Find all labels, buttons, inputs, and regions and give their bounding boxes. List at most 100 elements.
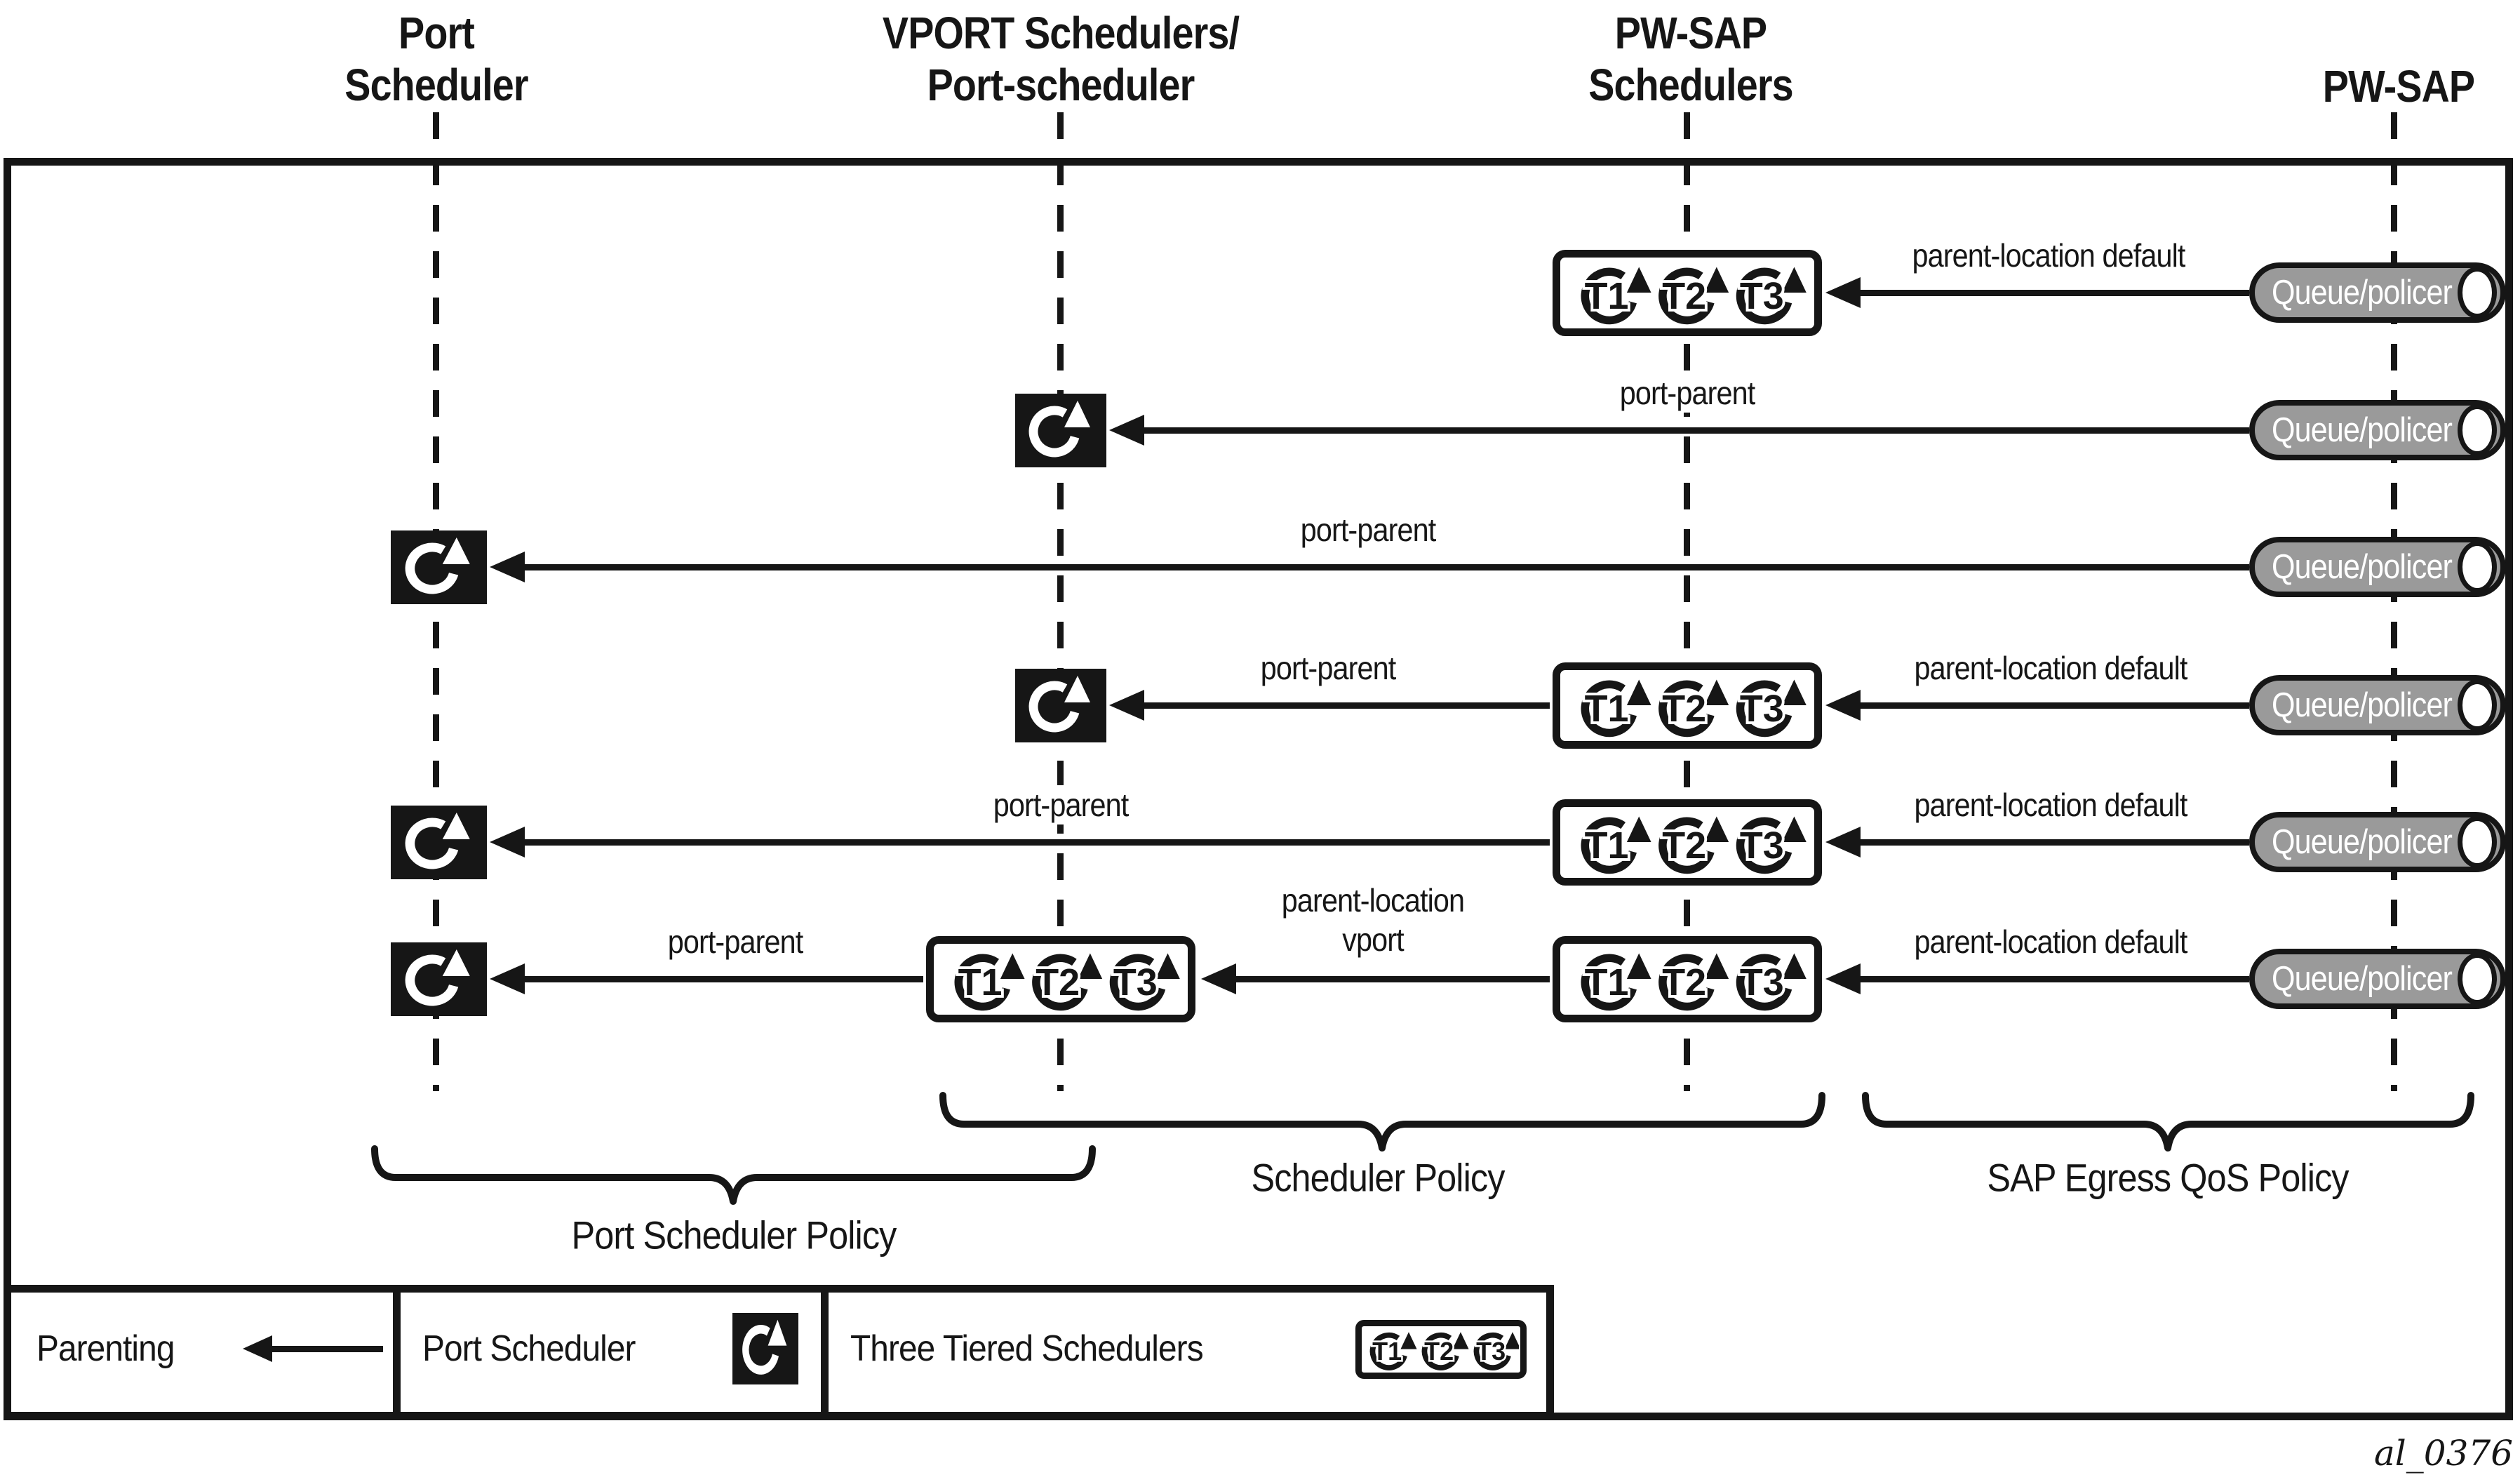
parenting-arrow-line: [522, 564, 2249, 570]
queue-policer-label: Queue/policer: [2272, 686, 2453, 724]
port-scheduler-icon: [1015, 669, 1106, 742]
port-scheduler-icon: [391, 806, 487, 879]
arrowhead-icon: [490, 552, 525, 582]
three-tier-scheduler-box: T1 T2 T3: [926, 936, 1195, 1022]
brace-label: SAP Egress QoS Policy: [1987, 1155, 2349, 1200]
link-label: parent-location default: [1907, 235, 2190, 276]
cylinder-cap-icon: [2458, 404, 2497, 456]
three-tier-loops-icon: T1 T2 T3: [1581, 679, 1807, 738]
link-label: parent-location default: [1909, 921, 2192, 962]
header-line: Schedulers: [1588, 60, 1793, 111]
three-tier-scheduler-box: T1 T2 T3: [1553, 250, 1822, 336]
queue-policer-label: Queue/policer: [2272, 274, 2453, 312]
column-header-port-scheduler: Port Scheduler: [344, 7, 528, 111]
port-scheduler-icon: [391, 942, 487, 1016]
parenting-arrow-line: [1858, 839, 2249, 846]
svg-text:T2: T2: [1662, 961, 1706, 1003]
three-tier-scheduler-box: T1 T2 T3: [1553, 799, 1822, 886]
column-guide-pw-sap-schedulers: [1684, 112, 1690, 1091]
queue-policer-pill: Queue/policer: [2249, 812, 2506, 872]
queue-policer-pill: Queue/policer: [2249, 949, 2506, 1009]
svg-text:T2: T2: [1662, 275, 1706, 317]
parenting-arrow-line: [1233, 976, 1550, 982]
queue-policer-label: Queue/policer: [2272, 548, 2453, 586]
svg-text:T1: T1: [1585, 688, 1629, 730]
port-scheduler-icon: [732, 1313, 798, 1384]
cylinder-cap-icon: [2458, 267, 2497, 319]
parenting-arrow-line: [522, 976, 923, 982]
parenting-arrow-line: [1858, 702, 2249, 709]
header-line: Scheduler: [344, 60, 528, 111]
cylinder-cap-icon: [2458, 816, 2497, 868]
parenting-arrow-line: [522, 839, 1550, 846]
queue-policer-label: Queue/policer: [2272, 960, 2453, 998]
svg-text:T1: T1: [958, 961, 1003, 1003]
brace-port-scheduler-policy: [371, 1145, 1096, 1205]
svg-text:T1: T1: [1372, 1337, 1402, 1366]
brace-scheduler-policy: [939, 1092, 1825, 1152]
arrowhead-icon: [1825, 963, 1861, 994]
header-line: Port: [398, 8, 475, 58]
link-label: port-parent: [662, 921, 808, 962]
queue-policer-label: Queue/policer: [2272, 823, 2453, 861]
arrowhead-icon: [1825, 827, 1861, 857]
link-label: port-parent: [1295, 509, 1441, 550]
three-tier-scheduler-box: T1 T2 T3: [1553, 662, 1822, 749]
parenting-arrow-head-icon: [243, 1335, 272, 1362]
svg-text:T2: T2: [1036, 961, 1080, 1003]
queue-policer-pill: Queue/policer: [2249, 262, 2506, 323]
column-guide-vport-schedulers: [1057, 112, 1064, 1091]
queue-policer-pill: Queue/policer: [2249, 675, 2506, 735]
three-tier-loops-icon: T1 T2 T3: [1581, 267, 1807, 325]
svg-text:T2: T2: [1424, 1337, 1454, 1366]
brace-sap-egress-qos-policy: [1862, 1092, 2474, 1152]
figure-id: al_0376: [2373, 1433, 2513, 1474]
three-tier-scheduler-box: T1 T2 T3: [1553, 936, 1822, 1022]
legend-parenting-label: Parenting: [36, 1328, 175, 1369]
svg-text:T3: T3: [1740, 275, 1784, 317]
port-scheduler-icon: [1015, 394, 1106, 467]
link-label: port-parent: [988, 785, 1134, 825]
parenting-arrow-line: [1858, 976, 2249, 982]
link-label: parent-location default: [1909, 785, 2192, 825]
parenting-arrow-line: [1141, 427, 2249, 434]
parenting-arrow-line: [269, 1346, 383, 1352]
svg-text:T3: T3: [1476, 1337, 1506, 1366]
cylinder-cap-icon: [2458, 679, 2497, 731]
arrowhead-icon: [1825, 277, 1861, 308]
column-guide-pw-sap: [2391, 112, 2397, 1091]
brace-label: Port Scheduler Policy: [571, 1213, 897, 1257]
header-line: Port-scheduler: [927, 60, 1195, 111]
link-label-line: parent-location: [1281, 881, 1465, 919]
link-label-line: vport: [1342, 921, 1404, 958]
legend-divider: [393, 1285, 401, 1420]
svg-text:T2: T2: [1662, 825, 1706, 867]
arrowhead-icon: [1825, 690, 1861, 721]
link-label: parent-location vport: [1276, 880, 1470, 960]
svg-text:T3: T3: [1740, 688, 1784, 730]
three-tier-loops-icon: T1 T2 T3: [954, 953, 1180, 1011]
header-line: VPORT Schedulers/: [882, 8, 1240, 58]
column-header-pw-sap-schedulers: PW-SAP Schedulers: [1588, 7, 1793, 111]
link-label: parent-location default: [1909, 648, 2192, 688]
three-tier-scheduler-box: T1 T2 T3: [1355, 1320, 1527, 1379]
three-tier-loops-icon: T1 T2 T3: [1369, 1332, 1519, 1370]
cylinder-cap-icon: [2458, 541, 2497, 593]
legend-three-tiered-label: Three Tiered Schedulers: [850, 1328, 1204, 1369]
header-line: PW-SAP: [1614, 8, 1767, 58]
cylinder-cap-icon: [2458, 953, 2497, 1005]
header-line: PW-SAP: [2322, 61, 2475, 112]
svg-text:T3: T3: [1740, 961, 1784, 1003]
arrowhead-icon: [1201, 963, 1236, 994]
svg-text:T3: T3: [1740, 825, 1784, 867]
three-tier-loops-icon: T1 T2 T3: [1581, 953, 1807, 1011]
arrowhead-icon: [490, 963, 525, 994]
brace-label: Scheduler Policy: [1251, 1155, 1506, 1200]
port-scheduler-icon: [391, 530, 487, 604]
parenting-arrow-line: [1858, 290, 2249, 296]
legend-port-scheduler-label: Port Scheduler: [422, 1328, 636, 1369]
queue-policer-pill: Queue/policer: [2249, 400, 2506, 460]
legend-divider: [821, 1285, 829, 1420]
column-header-pw-sap: PW-SAP: [2322, 60, 2475, 112]
